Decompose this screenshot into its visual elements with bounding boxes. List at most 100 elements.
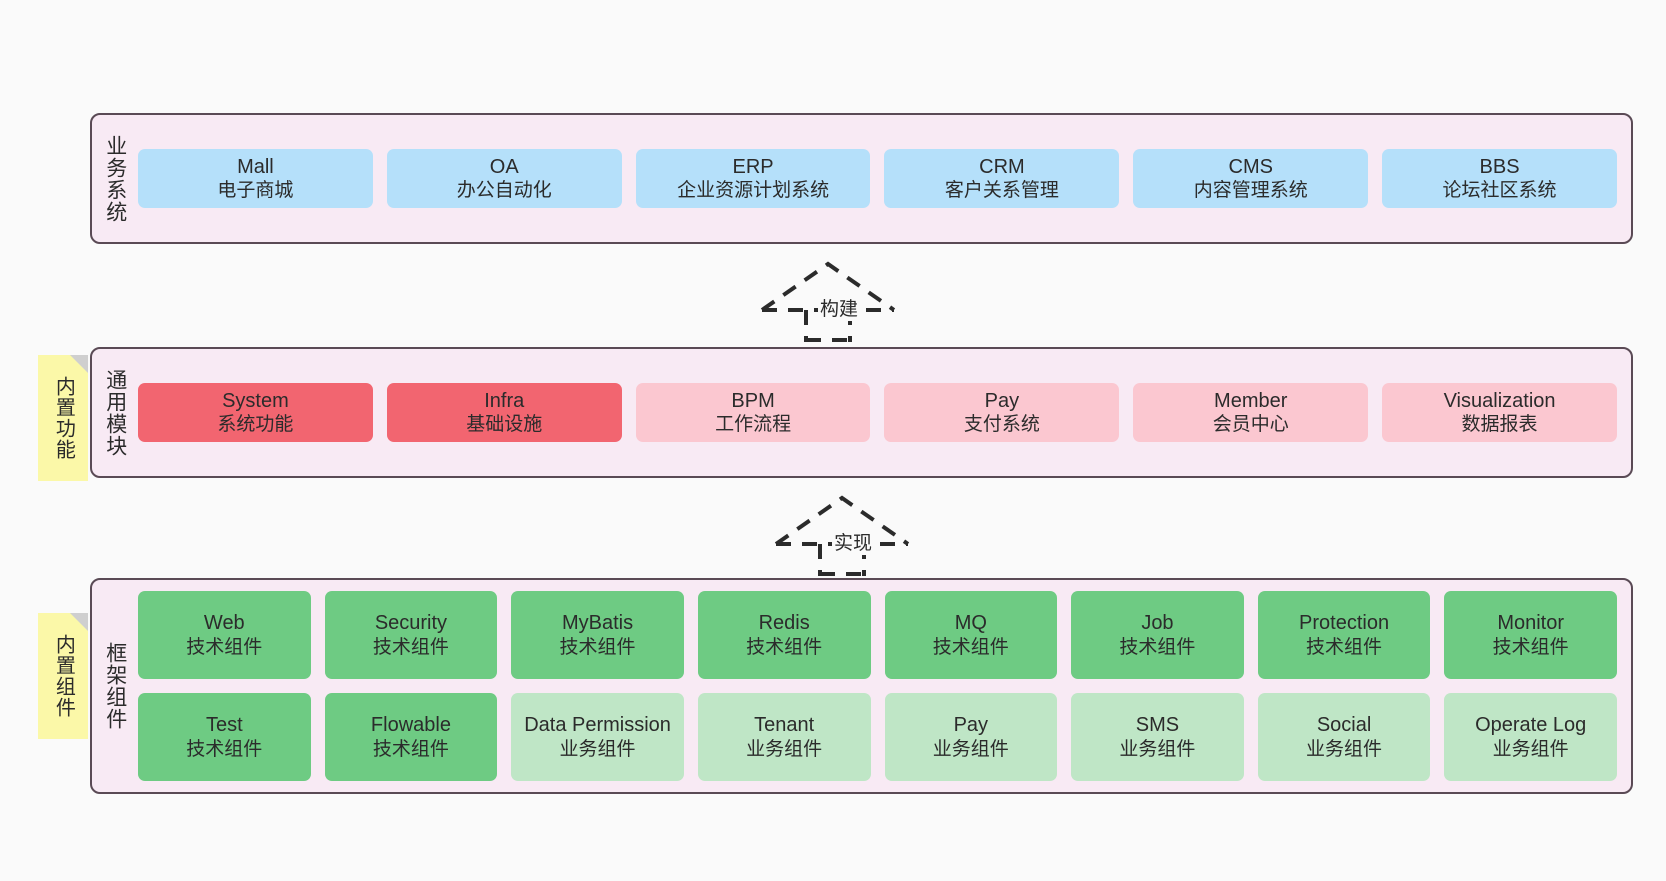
layer-common-module-title: 通用模块 <box>103 368 127 457</box>
card-title-en: Pay <box>984 389 1020 412</box>
card-title-en: SMS <box>1135 714 1180 737</box>
note-builtin-function-text: 内置功能 <box>52 376 75 460</box>
card-title-cn: 技术组件 <box>1492 636 1569 658</box>
connector-build-label: 构建 <box>818 294 861 321</box>
card-title-en: CMS <box>1228 155 1273 178</box>
card-title-en: Pay <box>953 714 989 737</box>
card-title-en: Tenant <box>754 714 815 737</box>
card-title-cn: 技术组件 <box>372 738 449 760</box>
card-title-cn: 技术组件 <box>186 636 263 658</box>
card-title-cn: 内容管理系统 <box>1193 180 1308 202</box>
card-title-en: OA <box>489 155 519 178</box>
card-title-cn: 支付系统 <box>963 414 1040 436</box>
card-title-cn: 业务组件 <box>746 738 823 760</box>
card-title-cn: 技术组件 <box>746 636 823 658</box>
card-title-cn: 业务组件 <box>1306 738 1383 760</box>
card-title-en: Job <box>1141 612 1174 635</box>
card-title-cn: 电子商城 <box>217 180 294 202</box>
note-fold-corner <box>70 355 88 373</box>
card-title-cn: 业务组件 <box>1119 738 1196 760</box>
card-title-en: System <box>222 389 289 412</box>
card-title-en: Protection <box>1299 612 1390 635</box>
card-title-en: Data Permission <box>524 714 671 737</box>
card-title-cn: 业务组件 <box>559 738 636 760</box>
note-builtin-function: 内置功能 <box>38 355 88 481</box>
card-title-cn: 数据报表 <box>1461 414 1538 436</box>
card-title-cn: 论坛社区系统 <box>1442 180 1557 202</box>
card-title-cn: 技术组件 <box>1119 636 1196 658</box>
card-title-cn: 基础设施 <box>466 414 543 436</box>
card-title-en: MQ <box>954 612 987 635</box>
card-title-en: Test <box>205 714 243 737</box>
card-title-cn: 会员中心 <box>1212 414 1289 436</box>
card-title-en: BPM <box>731 389 775 412</box>
card-title-en: Monitor <box>1497 612 1565 635</box>
card-title-cn: 企业资源计划系统 <box>677 180 830 202</box>
card-title-cn: 工作流程 <box>715 414 792 436</box>
note-builtin-component: 内置组件 <box>38 613 88 739</box>
card-title-en: Redis <box>758 612 810 635</box>
card-title-en: MyBatis <box>562 612 634 635</box>
card-title-cn: 客户关系管理 <box>944 180 1059 202</box>
connector-implement-label: 实现 <box>832 528 875 555</box>
card-title-en: Operate Log <box>1475 714 1587 737</box>
card-title-en: BBS <box>1479 155 1520 178</box>
card-title-en: Member <box>1214 389 1288 412</box>
card-title-en: Infra <box>484 389 525 412</box>
card-title-cn: 技术组件 <box>932 636 1009 658</box>
card-title-cn: 业务组件 <box>932 738 1009 760</box>
card-title-cn: 技术组件 <box>1306 636 1383 658</box>
layer-framework-component-title: 框架组件 <box>103 642 127 730</box>
card-title-en: Mall <box>237 155 274 178</box>
card-title-cn: 系统功能 <box>217 414 294 436</box>
note-builtin-component-text: 内置组件 <box>52 634 75 718</box>
card-title-cn: 技术组件 <box>186 738 263 760</box>
layer-business-system-title: 业务系统 <box>103 134 127 223</box>
card-title-cn: 技术组件 <box>559 636 636 658</box>
card-title-cn: 办公自动化 <box>456 180 552 202</box>
card-title-en: Social <box>1316 714 1372 737</box>
card-title-en: ERP <box>732 155 774 178</box>
card-title-en: Web <box>203 612 245 635</box>
card-title-en: Flowable <box>370 714 451 737</box>
note-fold-corner <box>70 613 88 631</box>
card-title-cn: 业务组件 <box>1492 738 1569 760</box>
